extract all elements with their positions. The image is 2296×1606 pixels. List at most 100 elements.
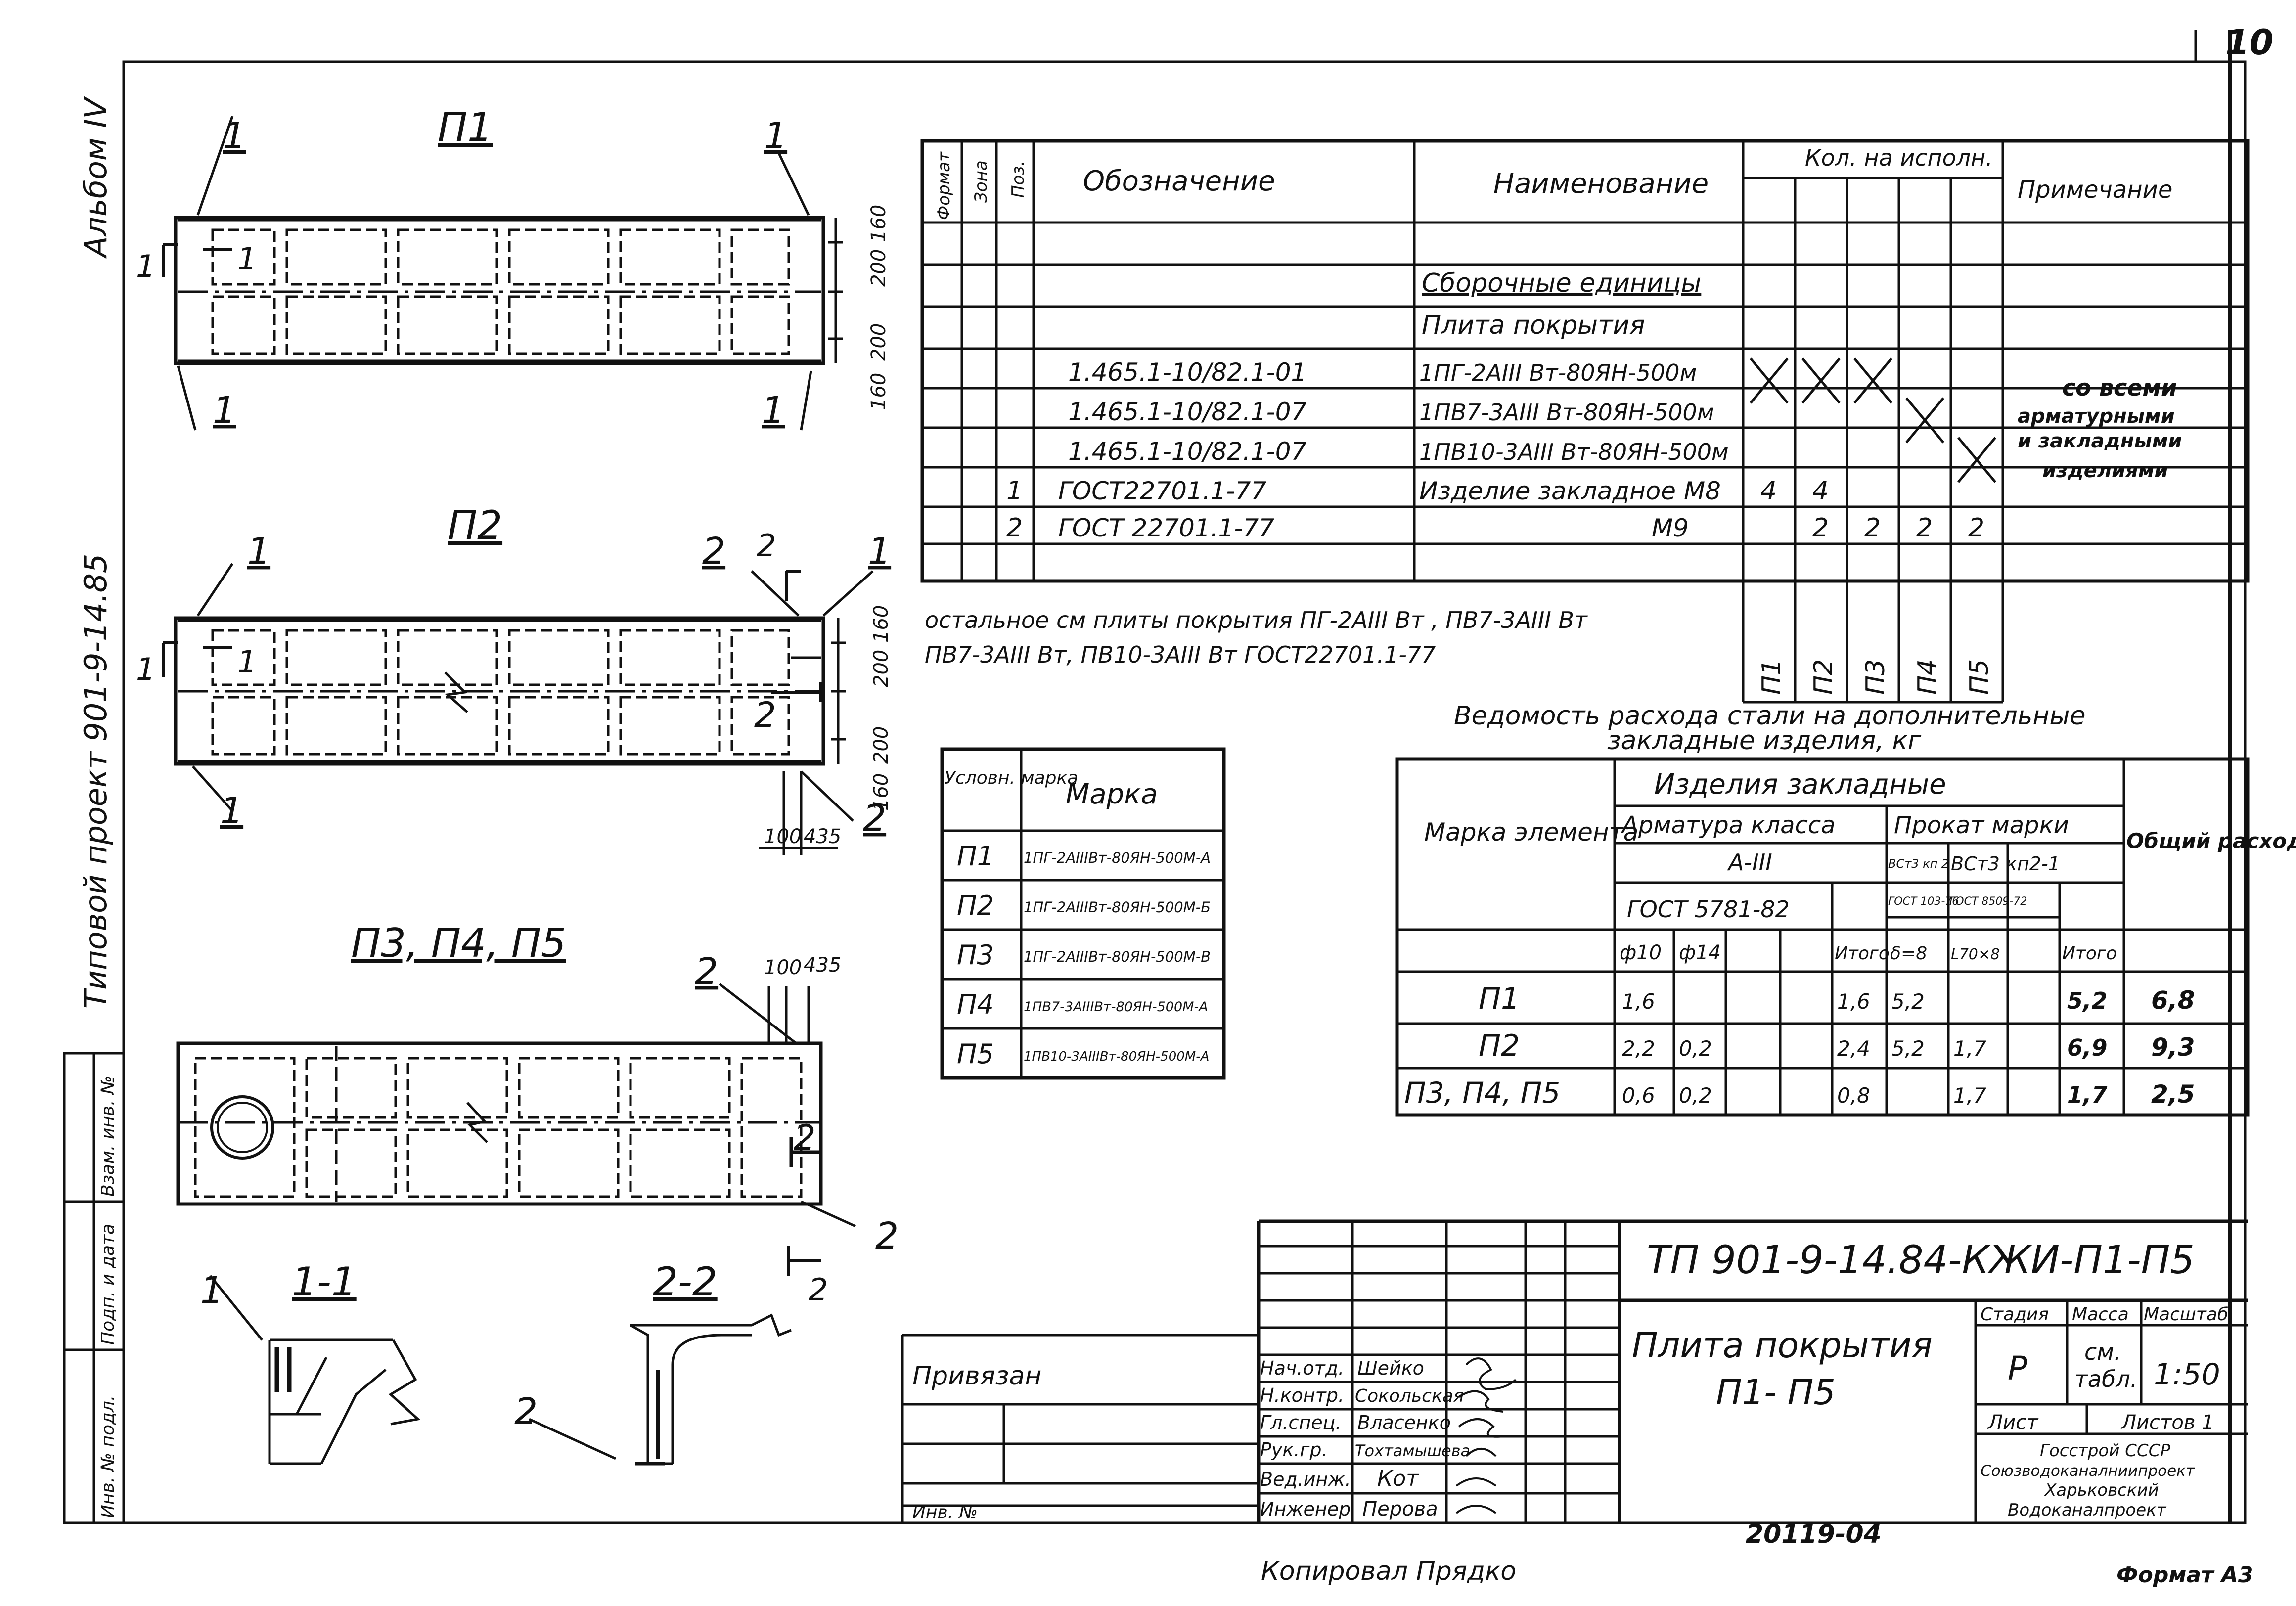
spec-row-4-pos: 1 [1006,476,1023,506]
steel-row-1-d8: 5,2 [1891,989,1925,1014]
dim-p345-a: 100 [764,956,802,979]
section-mark-2-2: 2 [809,1272,828,1308]
staff-role-5: Вед.инж. [1260,1469,1351,1490]
spec-subheader: Плита покрытия [1422,311,1645,340]
staff-name-4: Тохтамышева [1355,1441,1470,1460]
sheet-number: 10 [2225,22,2273,63]
spec-head-qty: Кол. на исполн. [1805,144,1993,171]
steel-head-rolled-b: ВСт3 кп2-1 [1951,853,2060,875]
spec-col-p2: П2 [1809,659,1839,695]
spec-row-2-name: 1ПВ7-3АIII Вт-80ЯН-500м [1419,399,1714,426]
steel-head-rebar-gost: ГОСТ 5781-82 [1627,896,1790,923]
steel-head-rolled-a: ВСт3 кп 2 [1888,857,1949,871]
callout-p345-c: 2 [875,1215,899,1257]
callout-p1-b: 1 [764,115,787,157]
steel-title-2: закладные изделия, кг [1607,726,1922,756]
mark-head-cond: Условн. марка [945,768,1078,788]
staff-role-4: Рук.гр. [1260,1439,1328,1461]
mark-row-1-cond: П1 [957,841,994,872]
dim-p1-c: 200 [867,323,890,361]
spec-head-format: Формат [934,151,954,220]
steel-head-group: Изделия закладные [1654,768,1946,801]
callout-p2-d: 2 [754,695,776,735]
steel-row-2-el: П2 [1479,1028,1520,1063]
title-org-4: Водоканалпроект [2008,1500,2167,1520]
steel-head-total: Общий расход [2126,829,2296,853]
steel-row-3-d10: 0,6 [1622,1083,1655,1108]
callout-p2-b: 1 [220,790,243,832]
callout-p1-c: 1 [213,389,236,432]
steel-row-2-total: 9,3 [2151,1033,2195,1062]
spec-row-4-designation: ГОСТ22701.1-77 [1058,477,1266,505]
spec-row-5-q2: 2 [1812,513,1829,543]
staff-name-1: Шейко [1357,1357,1424,1379]
steel-col-d10: ф10 [1620,941,1662,964]
section-mark-p2-right: 1 [237,644,257,680]
steel-title-1: Ведомость расхода стали на дополнительны… [1454,701,2085,731]
title-stage-header: Стадия [1981,1304,2049,1325]
steel-col-itogo-2: Итого [2062,943,2117,964]
callout-p2-c: 2 [702,530,725,573]
steel-col-d14: ф14 [1679,941,1721,964]
mark-head-mark: Марка [1066,778,1158,810]
callout-p345-a: 2 [695,950,718,993]
spec-row-4-q2: 4 [1812,476,1829,506]
spec-head-pos: Поз. [1008,161,1028,198]
title-sheets-header: Листов 1 [2120,1411,2214,1434]
spec-row-3-designation: 1.465.1-10/82.1-07 [1068,437,1307,466]
section-mark-p1-left: 1 [136,248,155,284]
plan-p2 [162,563,874,855]
dim-p2-c: 200 [870,726,893,764]
steel-col-l70: L70×8 [1951,946,2000,963]
steel-row-1-itogo2: 5,2 [2067,987,2108,1014]
steel-head-rebar-class: А-III [1727,849,1772,876]
mark-row-5-mark: 1ПВ10-3АIIIВт-80ЯН-500М-А [1024,1049,1209,1064]
title-privyazan: Привязан [912,1361,1041,1391]
spec-head-note: Примечание [2018,176,2172,204]
view-title-p1: П1 [438,104,493,150]
spec-col-p3: П3 [1861,659,1891,695]
steel-col-d8: δ=8 [1890,943,1927,964]
title-org-1: Госстрой СССР [2040,1441,2170,1461]
steel-head-element-1: Марка элемента [1424,818,1638,847]
spec-row-5-q3: 2 [1864,513,1881,543]
mark-row-3-mark: 1ПГ-2АIIIВт-80ЯН-500М-В [1024,948,1211,965]
steel-row-1-el: П1 [1479,981,1520,1016]
section-2-2 [528,1246,821,1466]
mark-row-2-mark: 1ПГ-2АIIIВт-80ЯН-500М-Б [1024,899,1211,916]
section-mark-p2-top: 2 [757,528,776,564]
steel-row-1-total: 6,8 [2151,986,2195,1015]
steel-row-3-itogo1: 0,8 [1837,1083,1870,1108]
callout-p2-a: 1 [247,530,270,573]
section-mark-p1-right: 1 [237,241,257,277]
title-mass-2: табл. [2074,1366,2137,1392]
steel-col-itogo-1: Итого [1835,943,1890,964]
spec-head-zone: Зона [971,160,991,203]
title-scale-header: Масштаб [2144,1304,2228,1325]
title-line-2: П1- П5 [1716,1372,1836,1413]
steel-row-2-itogo1: 2,4 [1837,1036,1870,1061]
left-stamp-inv: Инв. № подл. [98,1395,118,1518]
title-inv: Инв. № [912,1502,978,1522]
steel-row-2-l70: 1,7 [1953,1036,1986,1061]
dim-p1-a: 160 [867,205,890,242]
staff-name-2: Сокольская [1355,1386,1464,1406]
staff-role-1: Нач.отд. [1260,1357,1344,1379]
staff-name-3: Власенко [1357,1412,1451,1433]
spec-table-lines [920,139,2250,704]
section-title-2-2: 2-2 [653,1259,718,1305]
mark-row-5-cond: П5 [957,1038,994,1070]
steel-row-1-d10: 1,6 [1622,989,1655,1014]
mark-row-4-mark: 1ПВ7-3АIIIВт-80ЯН-500М-А [1024,999,1208,1015]
section-mark-p2-left: 1 [136,651,155,687]
mark-table-lines [940,747,1226,1080]
staff-role-3: Гл.спец. [1260,1412,1342,1433]
steel-row-3-itogo2: 1,7 [2067,1081,2108,1108]
callout-p2-e: 2 [863,797,886,840]
sheet-frame [122,60,2247,1524]
title-code: ТП 901-9-14.84-КЖИ-П1-П5 [1647,1238,2195,1283]
spec-footnote-2: ПВ7-3АIII Вт, ПВ10-3АIII Вт ГОСТ22701.1-… [925,641,1436,668]
spec-section-header: Сборочные единицы [1422,268,1701,298]
left-stamp-sign: Подп. и дата [98,1224,118,1345]
mark-row-2-cond: П2 [957,890,994,921]
